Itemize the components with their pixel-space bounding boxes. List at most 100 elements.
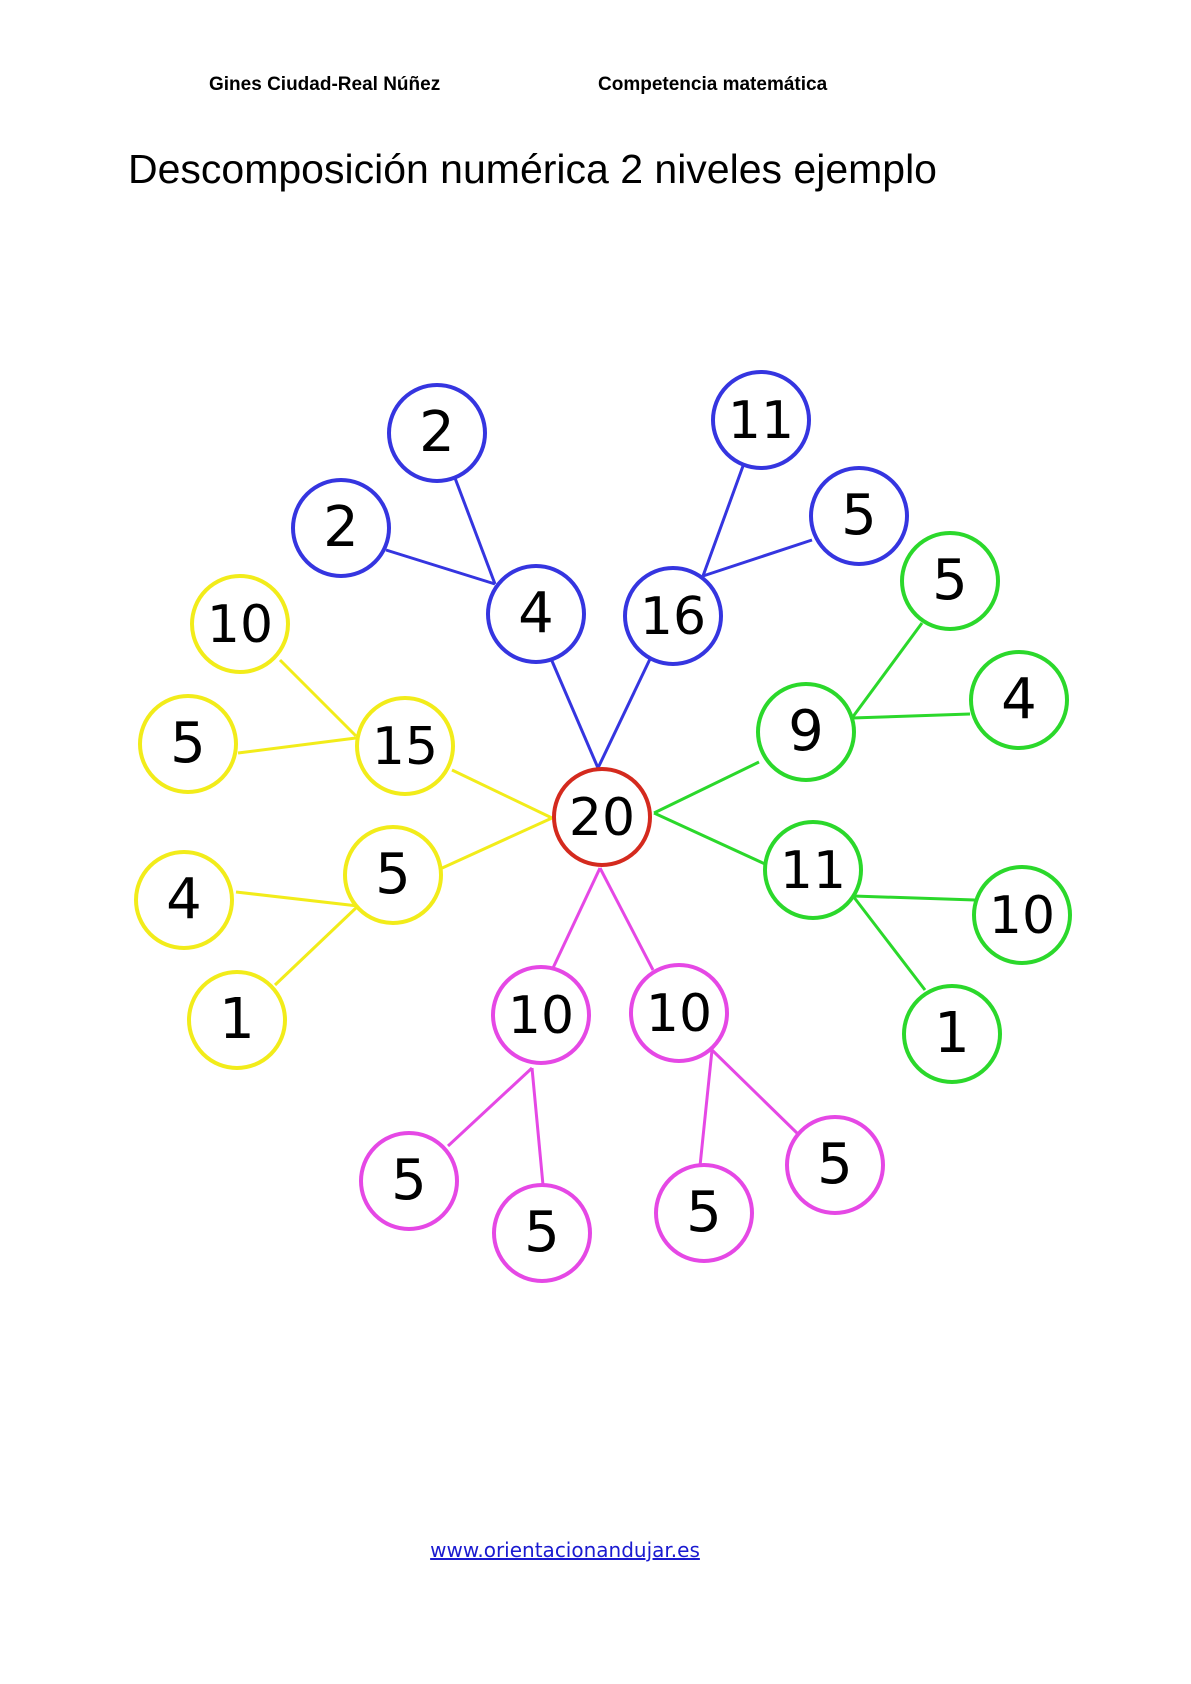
edge-n20-n4 — [550, 660, 600, 769]
node-value: 20 — [569, 788, 635, 848]
node-n5a: 4 — [134, 850, 234, 950]
edge-n20-n11g — [653, 811, 766, 866]
node-n10a: 10 — [491, 965, 591, 1065]
node-value: 5 — [932, 548, 968, 613]
node-value: 15 — [372, 717, 438, 777]
edge-n9-n9a — [850, 622, 924, 719]
edge-n5y-n5a — [235, 890, 359, 908]
node-n4a: 2 — [387, 383, 487, 483]
node-value: 9 — [788, 699, 824, 764]
node-circle — [756, 682, 856, 782]
node-circle — [972, 865, 1072, 965]
edge-n10a-n10aA — [446, 1066, 534, 1148]
edge-n10b-n10bB — [710, 1048, 801, 1137]
node-circle — [492, 1183, 592, 1283]
node-value: 1 — [219, 987, 255, 1052]
node-circle — [343, 825, 443, 925]
edge-n4-n4b — [385, 548, 496, 586]
node-value: 4 — [518, 581, 554, 646]
edge-n20-n10a — [551, 867, 602, 969]
node-n10aB: 5 — [492, 1183, 592, 1283]
node-value: 5 — [170, 711, 206, 776]
edge-n15-n15a — [278, 658, 358, 738]
tree-edges — [235, 465, 976, 1186]
node-circle — [623, 566, 723, 666]
edge-n20-n5y — [439, 816, 553, 871]
edge-n9-n9b — [851, 712, 971, 720]
node-circle — [491, 965, 591, 1065]
edge-n4-n4a — [453, 477, 497, 585]
node-value: 5 — [817, 1132, 853, 1197]
node-n4: 4 — [486, 564, 586, 664]
node-circle — [763, 820, 863, 920]
edge-n5y-n5b — [273, 904, 360, 987]
edge-n10a-n10aB — [530, 1067, 545, 1186]
node-value: 4 — [166, 867, 202, 932]
edge-n20-n10b — [598, 867, 655, 971]
node-n16b: 5 — [809, 466, 909, 566]
node-value: 2 — [323, 495, 359, 560]
node-n10b: 10 — [629, 963, 729, 1063]
edge-n11g-n11a — [852, 894, 976, 902]
node-n11b: 1 — [902, 984, 1002, 1084]
node-circle — [355, 696, 455, 796]
edge-n16-n16a — [701, 465, 745, 577]
node-n15a: 10 — [190, 574, 290, 674]
node-value: 5 — [375, 842, 411, 907]
header-subject: Competencia matemática — [598, 74, 828, 95]
footer-website-link[interactable]: www.orientacionandujar.es — [430, 1538, 700, 1562]
node-circle — [359, 1131, 459, 1231]
node-value: 2 — [419, 400, 455, 465]
node-n16a: 11 — [711, 370, 811, 470]
node-n4b: 2 — [291, 478, 391, 578]
node-circle — [711, 370, 811, 470]
node-n15b: 5 — [138, 694, 238, 794]
node-n10bB: 5 — [785, 1115, 885, 1215]
node-n9b: 4 — [969, 650, 1069, 750]
node-n16: 16 — [623, 566, 723, 666]
node-value: 5 — [391, 1148, 427, 1213]
node-n9: 9 — [756, 682, 856, 782]
edge-n16-n16b — [702, 538, 813, 578]
node-value: 10 — [646, 984, 712, 1044]
edge-n20-n16 — [596, 658, 652, 769]
edge-n20-n9 — [653, 760, 760, 815]
node-value: 1 — [934, 1001, 970, 1066]
node-n15: 15 — [355, 696, 455, 796]
edge-n11g-n11b — [851, 895, 927, 991]
node-value: 5 — [841, 483, 877, 548]
node-value: 4 — [1001, 667, 1037, 732]
node-value: 5 — [686, 1180, 722, 1245]
page-title: Descomposición numérica 2 niveles ejempl… — [128, 146, 937, 192]
node-circle — [552, 767, 652, 867]
node-n5y: 5 — [343, 825, 443, 925]
header-author: Gines Ciudad-Real Núñez — [209, 74, 441, 95]
node-value: 5 — [524, 1200, 560, 1265]
node-value: 10 — [508, 986, 574, 1046]
edge-n10b-n10bA — [698, 1049, 714, 1167]
node-value: 16 — [640, 587, 706, 647]
node-circle — [138, 694, 238, 794]
edge-n20-n15 — [451, 768, 553, 820]
node-n11a: 10 — [972, 865, 1072, 965]
node-circle — [486, 564, 586, 664]
node-n5b: 1 — [187, 970, 287, 1070]
node-n9a: 5 — [900, 531, 1000, 631]
node-value: 10 — [989, 886, 1055, 946]
edge-n15-n15b — [237, 736, 357, 755]
node-circle — [134, 850, 234, 950]
node-value: 10 — [207, 595, 273, 655]
node-n20: 20 — [552, 767, 652, 867]
node-n11g: 11 — [763, 820, 863, 920]
node-circle — [900, 531, 1000, 631]
node-circle — [629, 963, 729, 1063]
node-circle — [187, 970, 287, 1070]
node-circle — [902, 984, 1002, 1084]
node-circle — [190, 574, 290, 674]
node-circle — [809, 466, 909, 566]
node-circle — [291, 478, 391, 578]
node-circle — [654, 1163, 754, 1263]
node-value: 11 — [728, 391, 794, 451]
